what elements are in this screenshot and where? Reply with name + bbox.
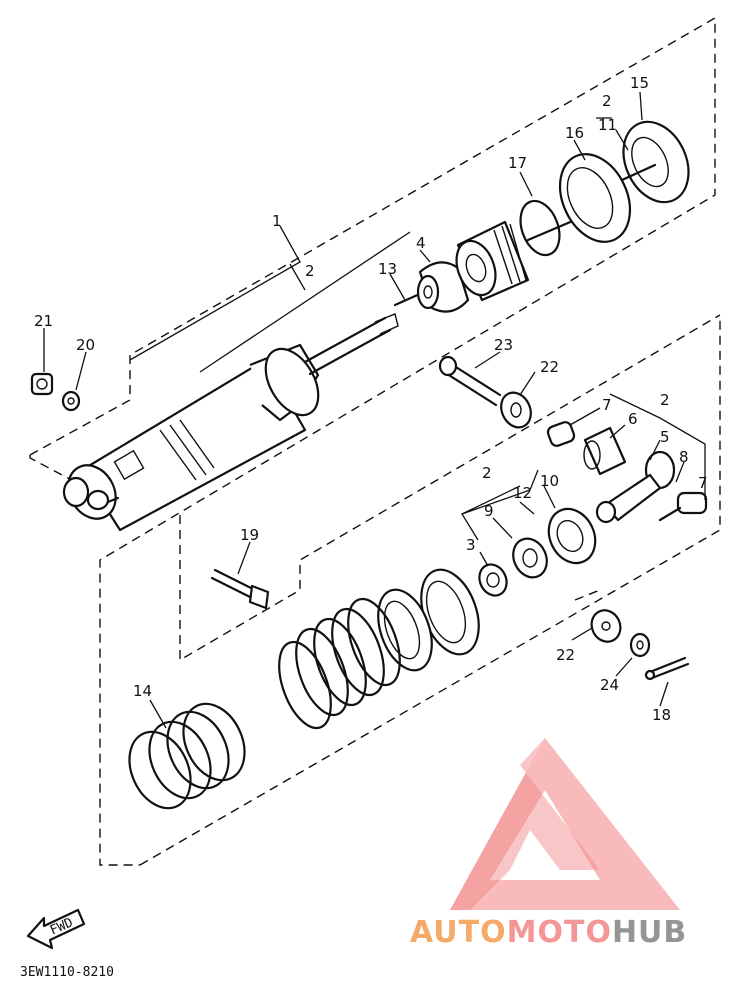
callout-label: 1	[272, 212, 282, 230]
upper-pin-and-washer	[438, 355, 532, 429]
circlip	[519, 199, 561, 257]
callout-label: 13	[378, 260, 397, 278]
mounting-bolt	[210, 568, 270, 610]
logo-word-moto: MOTO	[507, 915, 612, 950]
logo-triangle-icon	[450, 738, 680, 910]
linkage-bushings	[546, 421, 708, 524]
callout-label: 3	[466, 536, 476, 554]
spring-seat-top	[620, 120, 690, 204]
callout-label: 2	[660, 391, 670, 409]
callout-label: 2	[305, 262, 315, 280]
lower-hardware	[590, 609, 690, 681]
shock-absorber-body	[62, 313, 399, 532]
callout-label: 20	[76, 336, 95, 354]
callout-label: 6	[628, 410, 638, 428]
nut-and-washer	[30, 372, 81, 412]
callout-label: 17	[508, 154, 527, 172]
leader-lines	[43, 91, 706, 729]
callout-label: 22	[540, 358, 559, 376]
drawing-code: 3EW1110-8210	[20, 965, 114, 980]
watermark-logo: AUTOMOTOHUB	[410, 738, 687, 950]
spring-seat-upper	[558, 153, 632, 243]
callout-labels: 1 2 2 2 2 3 4 5 6 7 7 8 9 10 11 12 13 14…	[34, 74, 708, 724]
callout-label: 9	[484, 502, 494, 520]
callout-label: 18	[652, 706, 671, 724]
svg-text:AUTOMOTOHUB: AUTOMOTOHUB	[410, 915, 687, 950]
callout-label: 19	[240, 526, 259, 544]
callout-label: 16	[565, 124, 584, 142]
callout-label: 22	[556, 646, 575, 664]
callout-label: 10	[540, 472, 559, 490]
fwd-arrow-icon: FWD	[26, 908, 86, 950]
assembly-outline	[29, 16, 721, 866]
coil-spring-secondary	[128, 702, 246, 810]
rubber-bumper	[393, 261, 470, 313]
callout-label: 24	[600, 676, 619, 694]
callout-label: 7	[602, 396, 612, 414]
callout-label: 8	[679, 448, 689, 466]
callout-label: 14	[133, 682, 152, 700]
callout-label: 7	[698, 474, 708, 492]
callout-label: 2	[602, 92, 612, 110]
logo-word-hub: HUB	[612, 915, 687, 950]
callout-label: 21	[34, 312, 53, 330]
callout-label: 4	[416, 234, 426, 252]
logo-word-auto: AUTO	[410, 915, 507, 950]
callout-label: 2	[482, 464, 492, 482]
coil-spring-main	[278, 597, 401, 730]
spring-ring-nuts	[377, 568, 480, 672]
callout-label: 15	[630, 74, 649, 92]
callout-label: 11	[598, 116, 617, 134]
adjuster-locknuts	[478, 507, 597, 597]
callout-label: 5	[660, 428, 670, 446]
callout-label: 12	[513, 484, 532, 502]
threaded-adjuster	[455, 218, 577, 302]
callout-label: 23	[494, 336, 513, 354]
